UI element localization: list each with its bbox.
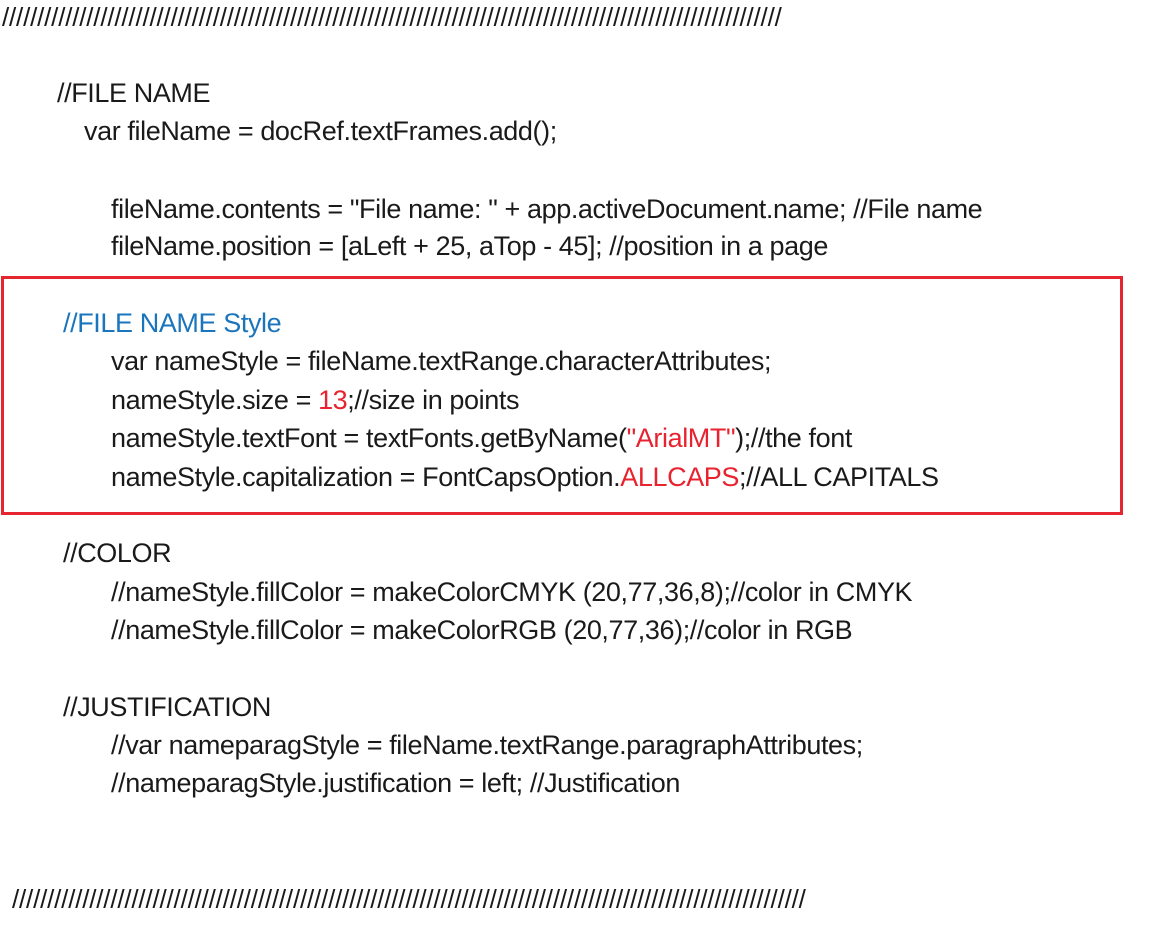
top-slash-rule: ////////////////////////////////////////…	[2, 2, 782, 32]
style-font-line: nameStyle.textFont = textFonts.getByName…	[111, 421, 852, 455]
justification-set-line: //nameparagStyle.justification = left; /…	[111, 768, 680, 798]
caps-value: ALLCAPS	[620, 462, 740, 492]
style-size-line: nameStyle.size = 13;//size in points	[111, 383, 519, 417]
file-name-contents-line: fileName.contents = "File name: " + app.…	[111, 194, 983, 224]
style-caps-line: nameStyle.capitalization = FontCapsOptio…	[111, 460, 939, 494]
style-var-line: var nameStyle = fileName.textRange.chara…	[111, 346, 772, 376]
size-value: 13	[318, 385, 348, 415]
bottom-slash-rule: ////////////////////////////////////////…	[12, 884, 806, 914]
size-comment: ;//size in points	[347, 385, 520, 415]
style-comment: //FILE NAME Style	[63, 308, 282, 338]
color-cmyk-line: //nameStyle.fillColor = makeColorCMYK (2…	[111, 577, 913, 607]
justification-comment: //JUSTIFICATION	[63, 692, 271, 722]
highlight-box	[1, 276, 1123, 515]
file-name-var-line: var fileName = docRef.textFrames.add();	[84, 116, 557, 146]
caps-comment: ;//ALL CAPITALS	[739, 462, 939, 492]
file-name-comment: //FILE NAME	[57, 78, 211, 108]
font-comment: );//the font	[735, 423, 852, 453]
color-comment: //COLOR	[63, 538, 172, 568]
font-value: "ArialMT"	[626, 423, 736, 453]
justification-var-line: //var nameparagStyle = fileName.textRang…	[111, 730, 863, 760]
size-code: nameStyle.size =	[111, 385, 319, 415]
font-code: nameStyle.textFont = textFonts.getByName…	[111, 423, 627, 453]
caps-code: nameStyle.capitalization = FontCapsOptio…	[111, 462, 621, 492]
file-name-position-line: fileName.position = [aLeft + 25, aTop - …	[111, 231, 828, 261]
color-rgb-line: //nameStyle.fillColor = makeColorRGB (20…	[111, 615, 853, 645]
